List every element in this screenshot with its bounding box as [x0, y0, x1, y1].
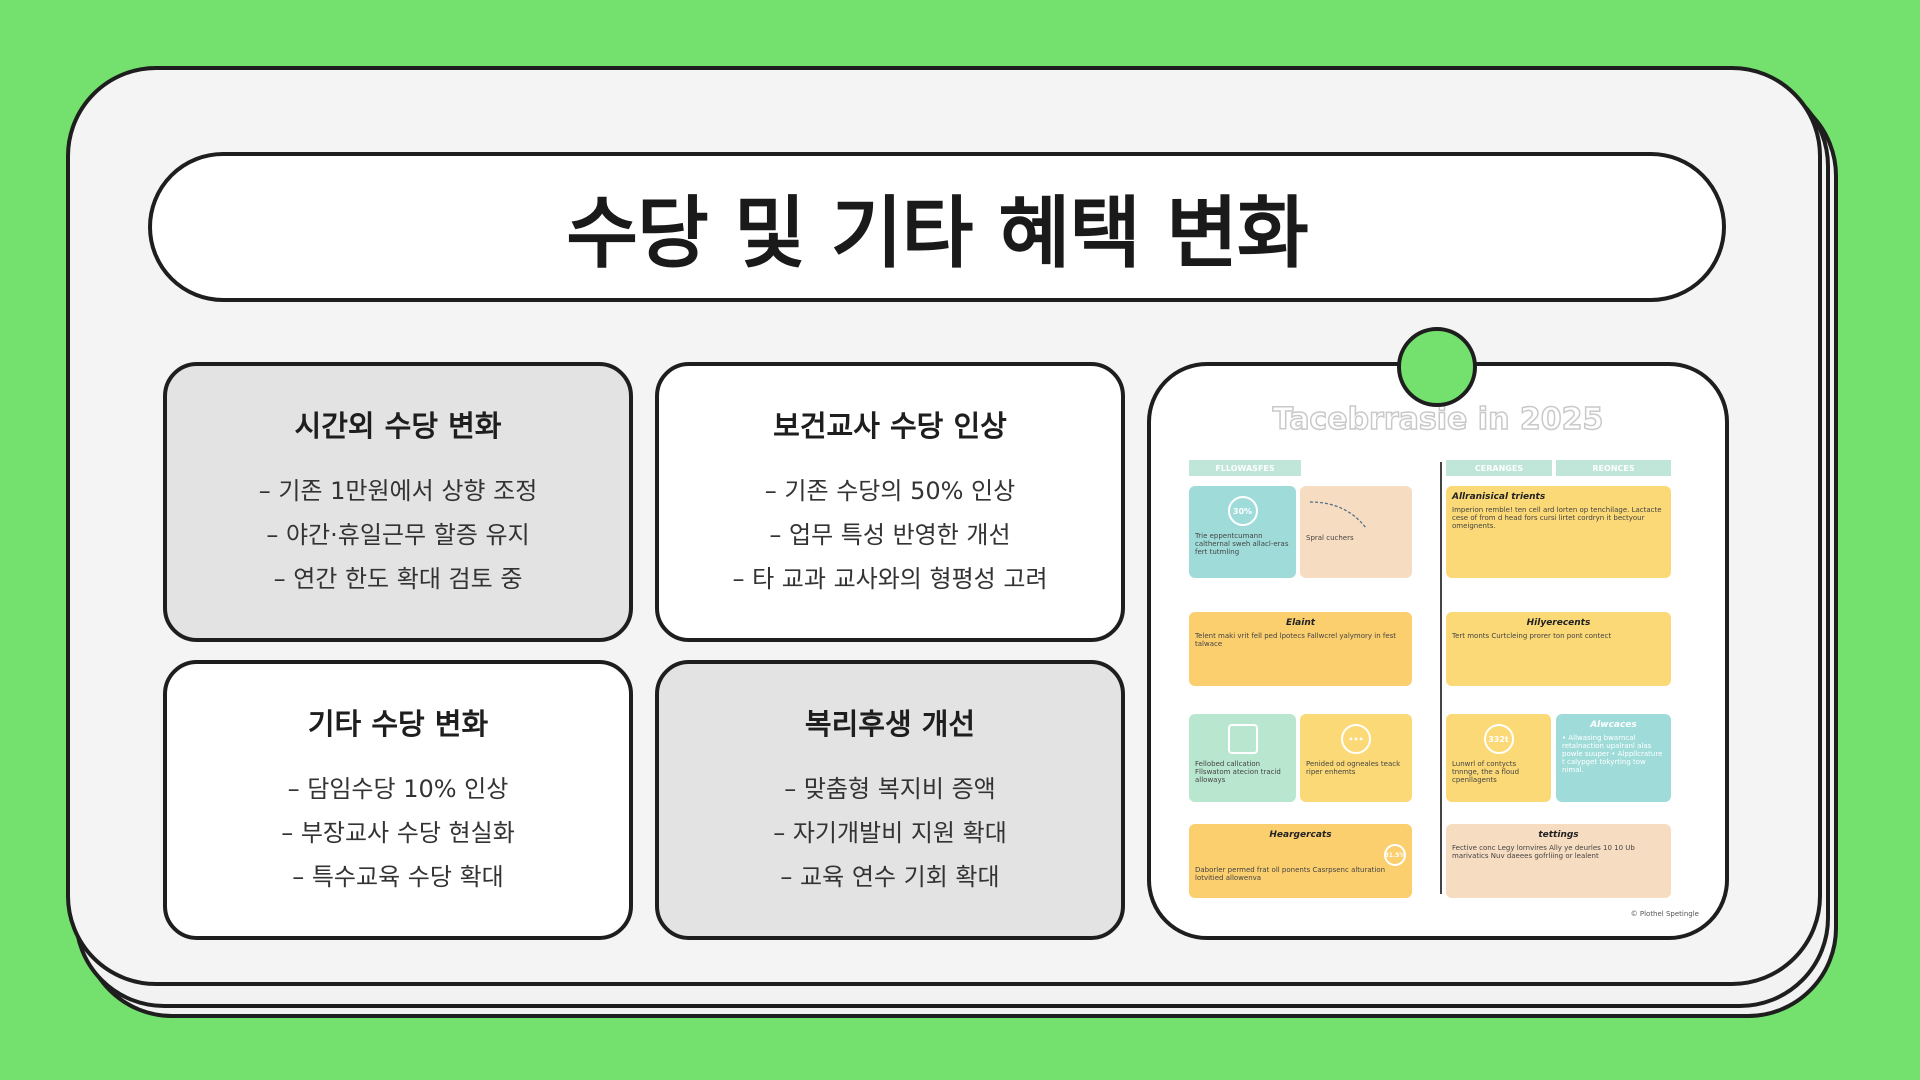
box-heading: 복리후생 개선	[804, 707, 976, 741]
infographic-tile: Allranisical trients Imperion remble! te…	[1446, 486, 1671, 578]
list-item: – 기존 수당의 50% 인상	[764, 477, 1016, 505]
box-heading: 시간외 수당 변화	[294, 409, 502, 443]
pin-dot	[1397, 327, 1477, 407]
bullet-list: – 맞춤형 복지비 증액 – 자기개발비 지원 확대 – 교육 연수 기회 확대	[773, 767, 1007, 899]
infographic-tile: 30% Trie eppentcumann calthernal sweh al…	[1189, 486, 1296, 578]
overtime-allowance-box: 시간외 수당 변화 – 기존 1만원에서 상향 조정 – 야간·휴일근무 할증 …	[163, 362, 633, 642]
list-item: – 부장교사 수당 현실화	[281, 819, 515, 847]
chat-bubble-icon: •••	[1341, 724, 1371, 754]
bed-icon	[1227, 724, 1258, 754]
percent-icon: 31.5%	[1384, 844, 1406, 866]
infographic-tile: Hilyerecents Tert monts Curtcleing prore…	[1446, 612, 1671, 686]
infographic-tile: Elaint Telent maki vrit fell ped lpotecs…	[1189, 612, 1412, 686]
box-heading: 보건교사 수당 인상	[773, 409, 1007, 443]
percent-icon: 30%	[1227, 496, 1258, 526]
infographic-tile: Heargercats 31.5% Daborler permed frat o…	[1189, 824, 1412, 898]
list-item: – 자기개발비 지원 확대	[773, 819, 1007, 847]
list-item: – 야간·휴일근무 할증 유지	[266, 521, 530, 549]
infographic-image: Tacebrrasie in 2025 FLLOWASFES CERANGES …	[1147, 362, 1729, 940]
box-heading: 기타 수당 변화	[307, 707, 489, 741]
slide-title: 수당 및 기타 혜택 변화	[566, 189, 1308, 279]
infographic-tile: Fellobed callcation Fllswatom atecion tr…	[1189, 714, 1296, 802]
percent-icon: 332t	[1483, 724, 1514, 754]
infographic-divider	[1440, 462, 1442, 894]
title-banner: 수당 및 기타 혜택 변화	[148, 152, 1726, 302]
list-item: – 업무 특성 반영한 개선	[769, 521, 1011, 549]
list-item: – 기존 1만원에서 상향 조정	[258, 477, 538, 505]
trend-line-icon	[1309, 501, 1367, 529]
infographic-tag: CERANGES	[1446, 460, 1552, 476]
infographic-tile: Spral cuchers	[1300, 486, 1412, 578]
welfare-improvement-box: 복리후생 개선 – 맞춤형 복지비 증액 – 자기개발비 지원 확대 – 교육 …	[655, 660, 1125, 940]
image-credit: © Plothel Spetingle	[1630, 910, 1699, 918]
list-item: – 특수교육 수당 확대	[292, 863, 504, 891]
bullet-list: – 기존 1만원에서 상향 조정 – 야간·휴일근무 할증 유지 – 연간 한도…	[259, 469, 538, 601]
infographic-tag: REONCES	[1556, 460, 1671, 476]
bullet-list: – 기존 수당의 50% 인상 – 업무 특성 반영한 개선 – 타 교과 교사…	[732, 469, 1047, 601]
infographic-tag: FLLOWASFES	[1189, 460, 1301, 476]
infographic-tile: tettings Fective conc Legy lornvires All…	[1446, 824, 1671, 898]
bullet-list: – 담임수당 10% 인상 – 부장교사 수당 현실화 – 특수교육 수당 확대	[281, 767, 515, 899]
other-allowance-box: 기타 수당 변화 – 담임수당 10% 인상 – 부장교사 수당 현실화 – 특…	[163, 660, 633, 940]
list-item: – 담임수당 10% 인상	[287, 775, 509, 803]
infographic-tile: ••• Penided od ogneales teack riper enhe…	[1300, 714, 1412, 802]
list-item: – 연간 한도 확대 검토 중	[273, 565, 523, 593]
infographic-tile: Alwcaces • Allwasing bwarncal retalnacti…	[1556, 714, 1671, 802]
health-teacher-allowance-box: 보건교사 수당 인상 – 기존 수당의 50% 인상 – 업무 특성 반영한 개…	[655, 362, 1125, 642]
list-item: – 맞춤형 복지비 증액	[784, 775, 996, 803]
list-item: – 타 교과 교사와의 형평성 고려	[732, 565, 1048, 593]
infographic-tile: 332t Lunwrl of contycts tnnnge, the a fl…	[1446, 714, 1551, 802]
list-item: – 교육 연수 기회 확대	[780, 863, 1000, 891]
infographic-title: Tacebrrasie in 2025	[1272, 401, 1604, 438]
